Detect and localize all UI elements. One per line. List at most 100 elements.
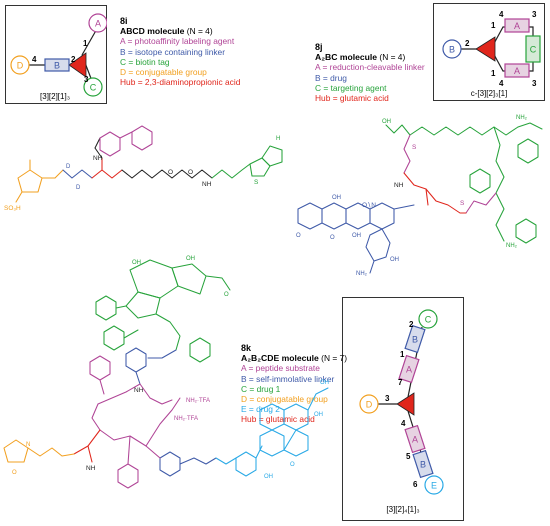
oh-label-5: OH <box>132 260 141 266</box>
node-a-circle <box>88 13 107 33</box>
o-label-3: O <box>330 235 335 241</box>
position-1: 1 <box>400 350 405 359</box>
so3h-label: SO₃H <box>4 205 21 212</box>
position-6: 6 <box>413 480 418 489</box>
nh-label-5: NH <box>86 465 96 472</box>
node-d-circle <box>10 55 30 75</box>
compound-n: (N = 4) <box>379 52 406 63</box>
node-a-label: A <box>95 19 101 29</box>
legend-line-b: B = drug <box>315 72 347 83</box>
position-2: 2 <box>465 39 470 48</box>
legend-line-a: A = photoaffinity labeling agent <box>120 36 235 47</box>
hub-8j <box>403 172 467 214</box>
compound-id: 8i <box>120 16 128 26</box>
isotope-linker-8i <box>62 169 93 179</box>
n-label-1: N <box>26 442 30 448</box>
node-a2-label: A <box>412 435 418 445</box>
drug-1-8k <box>95 259 231 363</box>
position-7: 7 <box>398 378 403 387</box>
node-d-circle <box>359 394 379 414</box>
scheme-caption-8k: [3][2]₄[1]₃ <box>386 505 419 514</box>
legend-line-c: C = drug 1 <box>241 383 281 394</box>
node-b-label: B <box>449 45 455 55</box>
hub-triangle <box>475 36 496 62</box>
node-c-box <box>525 35 541 63</box>
legend-line-a: A = peptide substrate <box>241 363 320 374</box>
node-a1-label: A <box>406 365 412 375</box>
nh2-label-2: NH₂ <box>506 243 518 249</box>
position-3a: 3 <box>532 10 537 19</box>
scheme-caption-8j: c-[3][2]₃[1] <box>471 89 508 98</box>
compound-title: A₂B₂CDE molecule <box>241 353 319 364</box>
position-4: 4 <box>401 419 406 428</box>
node-b1-label: B <box>412 335 418 345</box>
node-a1-box <box>504 18 530 33</box>
position-2: 2 <box>71 55 76 64</box>
compound-n: (N = 4) <box>186 26 213 37</box>
compound-id: 8k <box>241 343 252 353</box>
hub-8k <box>73 429 101 463</box>
scheme-caption-8i: [3][2][1]₃ <box>40 92 70 101</box>
position-4a: 4 <box>499 10 504 19</box>
s-label-3: S <box>460 200 465 207</box>
node-a2-box <box>404 424 426 454</box>
ome-label: O <box>296 233 301 239</box>
legend-8j: 8j A₂BC molecule (N = 4) A = reduction-c… <box>315 42 425 103</box>
node-b2-box <box>412 449 434 479</box>
nh-label-4: NH <box>134 387 144 394</box>
o-label-6: O <box>290 462 295 468</box>
position-4b: 4 <box>499 79 504 88</box>
conjugatable-group-8i <box>15 159 64 203</box>
nh-label-2: NH <box>202 181 212 188</box>
legend-line-b: B = isotope containing linker <box>120 46 225 57</box>
d-label-2: D <box>76 185 81 191</box>
nh2-label-3: NH₂ <box>356 271 368 277</box>
node-b-circle <box>442 39 462 59</box>
oh-label-1: OH <box>382 119 391 125</box>
photoaffinity-group-8i <box>94 125 153 159</box>
legend-line-hub: Hub = 2,3-diaminopropionic acid <box>120 77 241 88</box>
node-a2-label: A <box>514 66 520 76</box>
nh-label-1: NH <box>93 155 103 162</box>
cleavable-linker-8j <box>403 134 497 214</box>
conjugatable-group-8k <box>3 439 75 463</box>
node-b1-box <box>404 324 426 354</box>
legend-8i: 8i ABCD molecule (N = 4) A = photoaffini… <box>120 16 240 87</box>
node-e-label: E <box>431 481 437 491</box>
oh-label-6: OH <box>186 256 195 262</box>
position-1b: 1 <box>491 69 496 78</box>
oh-label-2: OH <box>332 195 341 201</box>
structure-8j: NH₂ OH NH₂ S S NH O∖N OH OH O O NH₂ OH <box>296 115 543 277</box>
node-d-label: D <box>366 400 373 410</box>
scheme-diagram-8i: A B C D 1 2 3 4 [3][2][1]₃ <box>10 13 107 101</box>
node-c-label: C <box>425 315 432 325</box>
nh2-tfa-label-2: NH₂·TFA <box>174 416 198 422</box>
s-label-1: S <box>254 179 259 186</box>
compound-title: ABCD molecule <box>120 26 185 37</box>
nh2-tfa-label-1: NH₂·TFA <box>186 398 210 404</box>
node-d-label: D <box>17 61 24 71</box>
h-label-1: H <box>276 136 280 142</box>
drug-2-8k <box>215 387 329 477</box>
oh-label-7: OH <box>320 380 329 386</box>
position-4: 4 <box>32 55 37 64</box>
compound-n: (N = 7) <box>321 353 348 364</box>
node-e-circle <box>424 475 444 495</box>
node-a1-box <box>398 354 420 384</box>
legend-line-b: B = self-immolative linker <box>241 373 335 384</box>
legend-line-c: C = targeting agent <box>315 82 387 93</box>
o-label-1: O <box>168 169 173 176</box>
nh-label-3: NH <box>394 182 404 189</box>
node-b-box <box>44 58 70 72</box>
node-c-label: C <box>90 83 97 93</box>
compound-title: A₂BC molecule <box>315 52 378 63</box>
node-b-label: B <box>54 61 60 71</box>
o-label-5: O <box>12 470 17 476</box>
hub-triangle <box>396 392 415 416</box>
structure-8i: SO₃H D D NH O O NH S H <box>4 125 283 212</box>
node-a1-label: A <box>514 21 520 31</box>
scheme-diagram-8j: B A A C 1 1 2 3 3 4 4 c-[3][2]₃[1] <box>442 10 541 98</box>
legend-title-row: A₂BC molecule (N = 4) <box>315 52 425 62</box>
s-label-2: S <box>412 144 417 151</box>
legend-line-hub: Hub = glutamic acid <box>315 93 389 104</box>
